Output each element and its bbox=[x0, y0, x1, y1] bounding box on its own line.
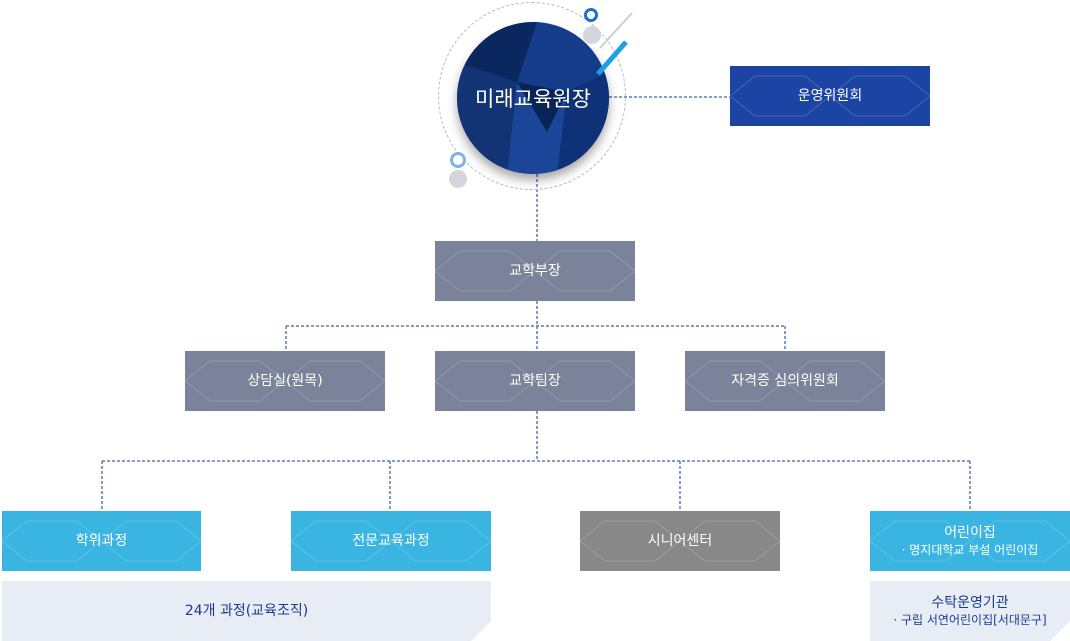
director-ring bbox=[438, 2, 626, 190]
contracted-institution-note: 수탁운영기관 · 구립 서연어린이집[서대문구] bbox=[870, 581, 1070, 641]
decor-blue-dot-top bbox=[584, 8, 598, 22]
daycare-node[interactable]: 어린이집 · 명지대학교 부설 어린이집 bbox=[870, 511, 1070, 571]
professional-program-label: 전문교육과정 bbox=[352, 533, 430, 549]
note-corner-fold bbox=[470, 620, 492, 641]
decor-accent-lines bbox=[596, 12, 633, 76]
decor-gray-dot-bottom bbox=[449, 170, 467, 188]
director-facets bbox=[457, 22, 609, 174]
certification-committee-node[interactable]: 자격증 심의위원회 bbox=[685, 351, 885, 411]
team-lead-node[interactable]: 교학팀장 bbox=[435, 351, 635, 411]
hex-pattern bbox=[185, 360, 385, 402]
contracted-institution-sub-label: · 구립 서연어린이집[서대문구] bbox=[893, 613, 1047, 627]
academic-head-label: 교학부장 bbox=[509, 263, 561, 279]
team-lead-label: 교학팀장 bbox=[509, 373, 561, 389]
hex-pattern bbox=[580, 520, 780, 562]
courses-note-label: 24개 과정(교육조직) bbox=[184, 603, 309, 619]
contracted-institution-label: 수탁운영기관 bbox=[931, 595, 1009, 611]
degree-program-label: 학위과정 bbox=[75, 533, 128, 549]
decor-blue-dot-bottom bbox=[450, 152, 466, 168]
counseling-office-label: 상담실(원목) bbox=[247, 373, 323, 389]
academic-head-node[interactable]: 교학부장 bbox=[435, 241, 635, 301]
daycare-label: 어린이집 bbox=[944, 525, 996, 541]
counseling-office-node[interactable]: 상담실(원목) bbox=[185, 351, 385, 411]
director-node[interactable]: 미래교육원장 bbox=[457, 22, 609, 174]
note-corner-fold bbox=[1049, 620, 1070, 641]
daycare-sub-label: · 명지대학교 부설 어린이집 bbox=[901, 543, 1039, 557]
courses-note: 24개 과정(교육조직) bbox=[2, 581, 492, 641]
professional-program-node[interactable]: 전문교육과정 bbox=[291, 511, 491, 571]
hex-pattern bbox=[291, 520, 491, 562]
decor-gray-dot-top bbox=[583, 26, 601, 44]
senior-center-label: 시니어센터 bbox=[647, 533, 713, 549]
committee-node[interactable]: 운영위원회 bbox=[730, 66, 930, 126]
hex-pattern bbox=[685, 360, 885, 402]
director-title: 미래교육원장 bbox=[475, 87, 591, 111]
hex-pattern bbox=[730, 75, 930, 117]
certification-committee-label: 자격증 심의위원회 bbox=[731, 373, 839, 389]
hex-pattern bbox=[870, 520, 1070, 562]
senior-center-node[interactable]: 시니어센터 bbox=[580, 511, 780, 571]
degree-program-node[interactable]: 학위과정 bbox=[2, 511, 201, 571]
committee-label: 운영위원회 bbox=[797, 88, 863, 104]
hex-pattern bbox=[435, 250, 635, 292]
hex-pattern bbox=[435, 360, 635, 402]
hex-pattern bbox=[2, 520, 201, 562]
